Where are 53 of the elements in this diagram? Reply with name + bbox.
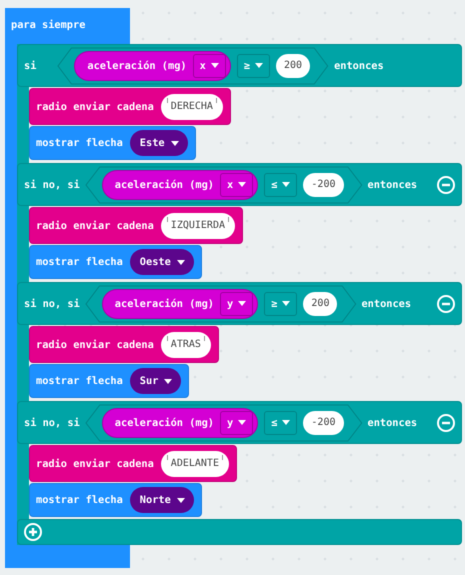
axis-dropdown: y: [220, 292, 254, 316]
operator-dropdown: ≥: [236, 54, 270, 78]
keyword: entonces: [334, 60, 384, 72]
operator-dropdown: ≤: [264, 410, 298, 434]
block-label: radio enviar cadena: [36, 458, 154, 470]
acceleration-block: [102, 408, 258, 438]
show-arrow-block: [29, 364, 190, 398]
comparison-block: [86, 404, 362, 440]
comparison-block: [58, 48, 328, 84]
block-label: mostrar flecha: [36, 375, 123, 387]
block-label: mostrar flecha: [36, 137, 123, 149]
block-label: aceleración (mg): [114, 178, 214, 190]
keyword: si no, si: [24, 416, 80, 428]
block-label: radio enviar cadena: [36, 220, 154, 232]
axis-dropdown: x: [192, 54, 226, 78]
block-label: radio enviar cadena: [36, 100, 154, 112]
keyword: si no, si: [24, 298, 80, 310]
text-field: ADELANTE: [160, 450, 229, 476]
comparison-block: [86, 286, 356, 322]
radio-send-block: [29, 88, 231, 125]
axis-dropdown: x: [220, 172, 254, 196]
operator-dropdown: ≥: [264, 292, 298, 316]
block-label: mostrar flecha: [36, 494, 123, 506]
show-arrow-block: [29, 126, 196, 160]
direction-dropdown: Sur: [130, 368, 182, 394]
acceleration-block: [102, 170, 258, 200]
keyword: si: [24, 60, 36, 72]
direction-dropdown: Este: [130, 130, 188, 156]
keyword: entonces: [368, 178, 418, 190]
radio-send-block: [29, 445, 237, 482]
acceleration-block: [74, 50, 231, 80]
block-label: aceleración (mg): [87, 60, 187, 72]
keyword: entonces: [368, 416, 418, 428]
comparison-block: [86, 166, 362, 202]
radio-send-block: [29, 326, 219, 363]
block-label: mostrar flecha: [36, 256, 123, 268]
block-label: radio enviar cadena: [36, 338, 154, 350]
text-field: ATRAS: [160, 332, 211, 358]
operator-dropdown: ≤: [264, 172, 298, 196]
show-arrow-block: [29, 245, 202, 279]
direction-dropdown: Norte: [130, 487, 194, 513]
keyword: si no, si: [24, 178, 80, 190]
acceleration-block: [102, 288, 258, 318]
radio-send-block: [29, 207, 243, 244]
text-field: IZQUIERDA: [160, 212, 235, 238]
block-label: para siempre: [11, 19, 86, 31]
show-arrow-block: [29, 483, 202, 517]
axis-dropdown: y: [220, 410, 254, 434]
text-field: DERECHA: [160, 94, 223, 120]
block-label: aceleración (mg): [114, 298, 214, 310]
direction-dropdown: Oeste: [130, 249, 194, 275]
keyword: entonces: [361, 298, 412, 310]
block-label: aceleración (mg): [114, 416, 214, 428]
